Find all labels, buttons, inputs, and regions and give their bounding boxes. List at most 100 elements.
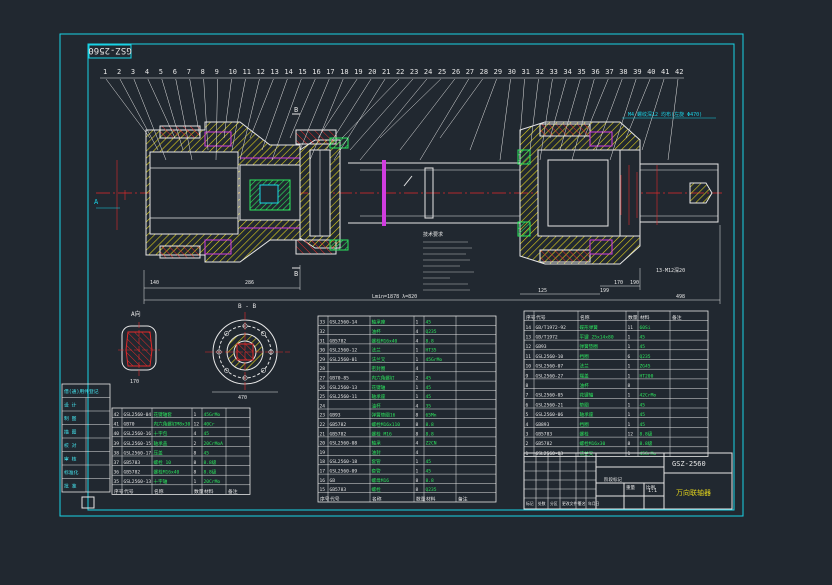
bom-cell: 1 [194, 412, 197, 418]
bom-cell: GB/T1972-92 [536, 325, 567, 331]
bom-header: 数量 [194, 488, 204, 495]
bom-cell: GSL2560-08 [330, 441, 358, 447]
section-b-marker-bottom: B [294, 270, 298, 278]
balloon-33: 33 [549, 68, 557, 76]
bom-cell: 20CrMo [204, 479, 221, 485]
balloon-2: 2 [117, 68, 121, 76]
bom-header: 材料 [426, 495, 436, 502]
balloon-27: 27 [466, 68, 474, 76]
bom-cell: 轴承座 [372, 393, 386, 400]
bom-cell: 螺栓 10 [154, 459, 172, 466]
bom-cell: 1 [416, 394, 419, 400]
bom-cell: 7 [526, 393, 529, 399]
bom-cell: GB93 [536, 344, 547, 350]
bom-cell: 12 [526, 344, 532, 350]
bom-cell: GB5782 [536, 441, 553, 447]
strip-label: 审 核 [64, 456, 77, 463]
bom-cell: 42CrMo [640, 393, 657, 399]
bom-cell: 碟形弹簧 [580, 324, 599, 331]
bom-cell: 1 [628, 412, 631, 418]
bom-cell: 花键轴 [580, 392, 594, 399]
bom-header: 材料 [640, 314, 650, 321]
dim-thread: 13-M12深20 [656, 267, 685, 274]
bom-cell: 42 [114, 412, 120, 418]
bom-cell: 2 [526, 441, 529, 447]
drawing-frame [59, 33, 744, 517]
bom-header: 数量 [416, 495, 426, 502]
view-bb-title: B - B [238, 303, 256, 310]
bom-cell: GSL2560-05 [536, 393, 564, 399]
bom-cell: GSL2560-09 [330, 469, 358, 475]
dim-125: 125 [538, 288, 547, 294]
bom-header: 序号 [526, 314, 536, 321]
bom-cell: 1 [416, 348, 419, 354]
drawing-number-rotated: GSZ-2560 [88, 45, 131, 55]
bom-header: 代号 [330, 495, 340, 502]
title-header: 更改文件号 [562, 501, 581, 506]
balloon-11: 11 [243, 68, 251, 76]
bom-cell: GB70-85 [330, 376, 350, 382]
bom-cell: 22 [320, 422, 326, 428]
bom-cell: 4 [416, 329, 419, 335]
bom-cell: 8 [194, 470, 197, 476]
balloon-20: 20 [368, 68, 376, 76]
bom-cell: 45 [426, 459, 432, 465]
bom-cell: 30 [320, 348, 326, 354]
bom-cell: 6 [628, 354, 631, 360]
bom-cell: 16 [320, 478, 326, 484]
bom-cell: 8 [416, 413, 419, 419]
bom-cell: 螺栓M16x110 [372, 421, 401, 428]
bom-cell: 油杯 [580, 382, 590, 389]
bom-cell: 35 [426, 403, 432, 409]
bom-cell: 压盖 [154, 449, 164, 456]
bom-cell: 套管 [372, 458, 382, 465]
bom-cell: GSL2560-15 [124, 441, 152, 447]
bom-cell: 33 [320, 320, 326, 326]
bom-cell: 5 [526, 412, 529, 418]
dim-199: 199 [600, 288, 609, 294]
bom-cell: 45 [426, 469, 432, 475]
balloon-34: 34 [563, 68, 571, 76]
balloon-42: 42 [675, 68, 683, 76]
bom-cell: 套管 [372, 468, 382, 475]
bom-cell: 花键轴 [372, 384, 386, 391]
bom-cell: 弹簧垫圈 [580, 343, 599, 350]
bom-cell: GB70 [124, 422, 135, 428]
bom-cell: 14 [526, 325, 532, 331]
bom-cell: GSL2560-27 [536, 373, 564, 379]
bom-cell: 8 [526, 383, 529, 389]
bom-cell: 4 [416, 441, 419, 447]
bom-cell: 45GrMo [640, 451, 657, 457]
balloon-16: 16 [312, 68, 320, 76]
balloon-26: 26 [452, 68, 460, 76]
balloon-8: 8 [201, 68, 205, 76]
balloon-41: 41 [661, 68, 669, 76]
bom-cell: GB [330, 478, 336, 484]
bom-cell: 1 [416, 320, 419, 326]
bom-cell: 1 [628, 335, 631, 341]
bom-cell: GB5782 [124, 470, 141, 476]
bom-cell: 8 [416, 422, 419, 428]
bom-cell: 12 [628, 432, 634, 438]
bom-cell: 40 [114, 431, 120, 437]
bom-cell: GSL2560-01 [330, 357, 358, 363]
bom-cell: 45 [426, 376, 432, 382]
strip-label: 批 准 [64, 483, 77, 490]
bom-cell: Z2CN [426, 441, 437, 447]
strip-label: 借(通)用件登记 [64, 388, 99, 395]
bom-cell: GSL2560-07 [536, 364, 564, 370]
balloon-10: 10 [229, 68, 237, 76]
bom-header: 代号 [536, 314, 546, 321]
bom-cell: 1 [628, 344, 631, 350]
bom-header: 备注 [672, 314, 682, 321]
bom-cell: 内六角螺钉 [372, 375, 395, 382]
bom-cell: 21 [320, 431, 326, 437]
dim-140: 140 [150, 280, 159, 286]
strip-label: 设 计 [64, 402, 77, 409]
bom-cell: 1 [628, 451, 631, 457]
bom-cell: 24 [320, 403, 326, 409]
bom-cell: 密封圈 [372, 365, 386, 372]
